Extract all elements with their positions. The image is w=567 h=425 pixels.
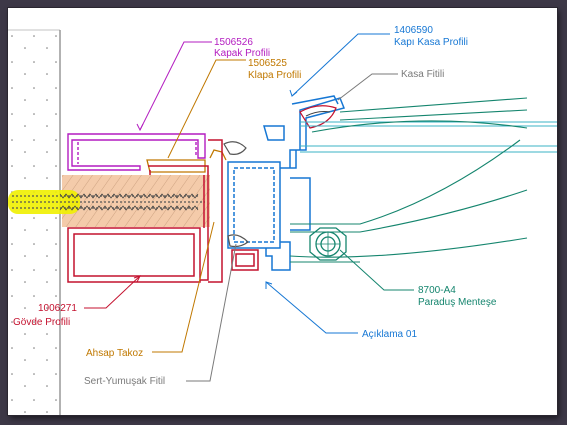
kapi-kasa-code-label: 1406590 bbox=[394, 25, 433, 36]
klapa-profile bbox=[146, 149, 227, 173]
kapak-name-label: Kapak Profili bbox=[214, 48, 270, 59]
kapak-profile bbox=[67, 133, 206, 171]
kapak-code-label: 1506526 bbox=[214, 37, 253, 48]
klapa-name-label: Klapa Profili bbox=[248, 70, 301, 81]
leader-lines bbox=[84, 33, 414, 382]
door-leaf bbox=[289, 97, 528, 263]
mentese-code-label: 8700-A4 bbox=[418, 285, 456, 296]
callout-labels: 1506526 Kapak Profili 1506525 Klapa Prof… bbox=[13, 25, 497, 387]
screws bbox=[8, 190, 205, 214]
kapi-kasa-profile bbox=[227, 95, 346, 271]
hinge bbox=[309, 227, 347, 261]
klapa-code-label: 1506525 bbox=[248, 58, 287, 69]
ahsap-takoz-label: Ahsap Takoz bbox=[86, 348, 143, 359]
mentese-name-label: Paraduş Menteşe bbox=[418, 297, 497, 308]
drawing-canvas: 1506526 Kapak Profili 1506525 Klapa Prof… bbox=[8, 8, 557, 415]
aciklama-label: Açıklama 01 bbox=[362, 329, 417, 340]
wood-block bbox=[62, 175, 210, 227]
cad-section-drawing: 1506526 Kapak Profili 1506525 Klapa Prof… bbox=[8, 25, 557, 415]
wall-section bbox=[8, 29, 61, 415]
kapi-kasa-name-label: Kapı Kasa Profili bbox=[394, 37, 468, 48]
govde-name-label: Gövde Profili bbox=[13, 317, 70, 328]
kasa-fitili-label: Kasa Fitili bbox=[401, 69, 444, 80]
glass-panel bbox=[300, 121, 557, 153]
govde-profile bbox=[67, 139, 259, 283]
govde-code-label: 1006271 bbox=[38, 303, 77, 314]
sert-yumusak-fitil-label: Sert-Yumuşak Fitil bbox=[84, 376, 165, 387]
